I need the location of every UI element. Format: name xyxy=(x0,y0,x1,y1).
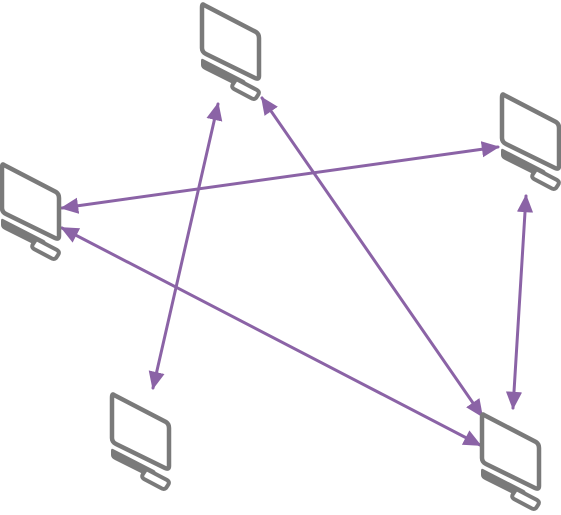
link-left-upper-to-bottom-right xyxy=(60,226,482,447)
links-layer xyxy=(60,96,534,447)
laptop-icon-left-upper xyxy=(0,162,62,261)
link-left-upper-to-right-upper xyxy=(60,141,500,214)
link-top-center-to-bottom-right xyxy=(260,96,484,418)
link-top-center-to-bottom-left xyxy=(148,102,223,390)
link-right-upper-to-bottom-right xyxy=(505,194,534,410)
laptop-icon-bottom-right xyxy=(479,412,542,511)
laptop-icon-right-upper xyxy=(499,92,561,191)
laptop-icon-bottom-left xyxy=(109,392,172,491)
laptop-icon-top-center xyxy=(199,2,262,101)
